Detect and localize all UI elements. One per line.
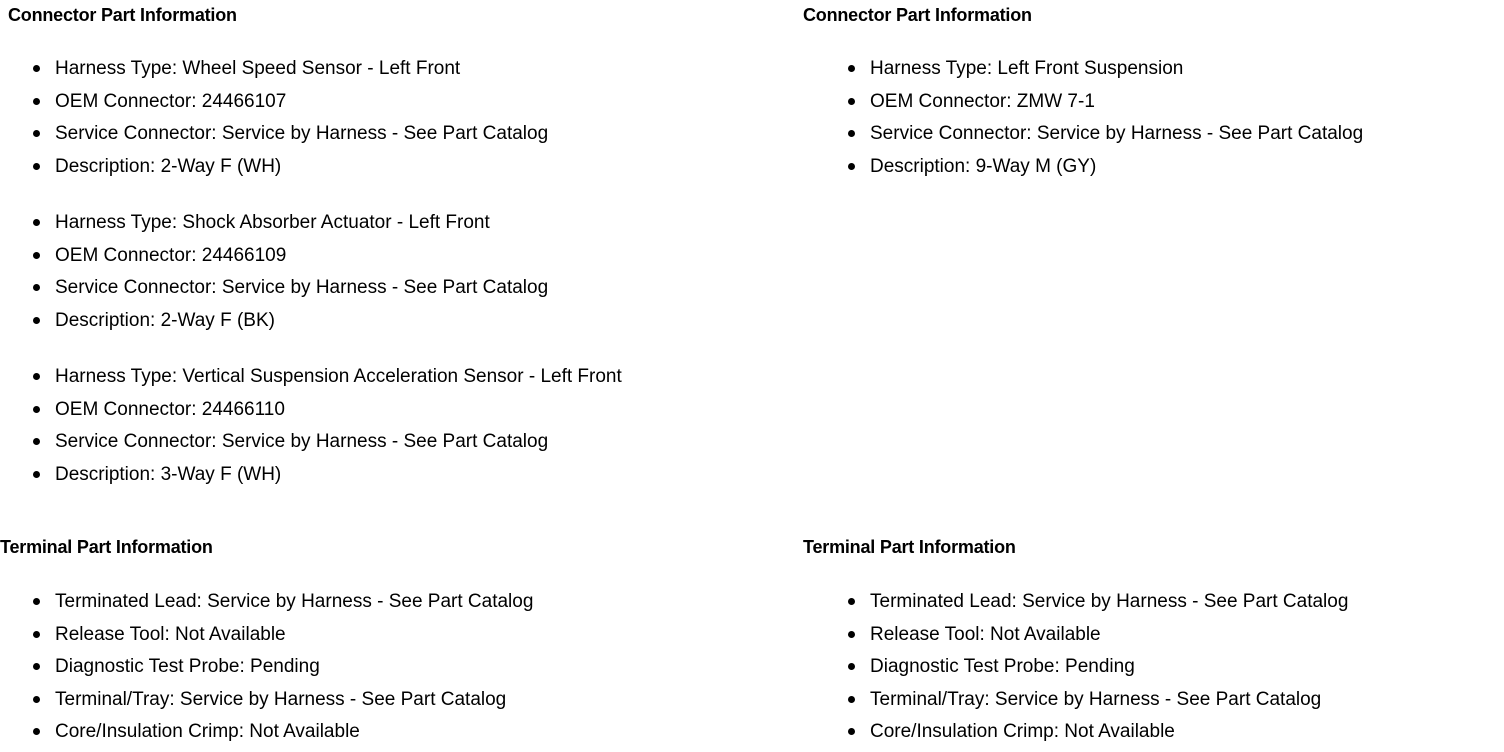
list-item: Harness Type: Left Front Suspension <box>823 53 1443 86</box>
list-item: OEM Connector: 24466107 <box>8 86 753 119</box>
list-item-label: Description: 2-Way F (BK) <box>55 309 275 331</box>
terminal-part-information-heading: Terminal Part Information <box>0 537 213 557</box>
bullet-icon <box>33 97 40 105</box>
bullet-icon <box>33 630 40 638</box>
bullet-icon <box>848 695 855 703</box>
right-column: Connector Part Information Harness Type:… <box>803 0 1504 752</box>
list-item: Description: 3-Way F (WH) <box>8 459 753 492</box>
list-item-label: Core/Insulation Crimp: Not Available <box>870 721 1175 742</box>
bullet-icon <box>33 470 40 478</box>
bullet-icon <box>848 162 855 170</box>
terminal-part-information-list: Terminated Lead: Service by Harness - Se… <box>8 586 768 749</box>
bullet-icon <box>33 162 40 170</box>
list-item: OEM Connector: 24466110 <box>8 394 753 427</box>
list-item: Service Connector: Service by Harness - … <box>8 118 753 151</box>
bullet-icon <box>33 65 40 72</box>
list-item: Core/Insulation Crimp: Not Available <box>8 716 768 749</box>
list-item: Description: 2-Way F (WH) <box>8 151 753 184</box>
bullet-group: Terminated Lead: Service by Harness - Se… <box>823 586 1504 749</box>
list-item-label: Description: 9-Way M (GY) <box>870 155 1097 177</box>
bullet-icon <box>848 663 855 670</box>
list-item: Release Tool: Not Available <box>823 619 1504 652</box>
bullet-icon <box>33 373 40 380</box>
list-item: Service Connector: Service by Harness - … <box>8 272 753 305</box>
bullet-group: Harness Type: Shock Absorber Actuator - … <box>8 207 753 337</box>
list-item: OEM Connector: 24466109 <box>8 240 753 273</box>
list-item-label: OEM Connector: 24466109 <box>55 244 287 266</box>
list-item-label: Service Connector: Service by Harness - … <box>55 431 549 452</box>
bullet-icon <box>33 728 40 735</box>
bullet-group: Harness Type: Vertical Suspension Accele… <box>8 361 753 491</box>
bullet-group: Harness Type: Wheel Speed Sensor - Left … <box>8 53 753 183</box>
bullet-icon <box>33 663 40 670</box>
list-item-label: Release Tool: Not Available <box>55 623 286 645</box>
list-item-label: Terminal/Tray: Service by Harness - See … <box>870 688 1322 710</box>
list-item: Release Tool: Not Available <box>8 619 768 652</box>
bullet-icon <box>33 284 40 291</box>
terminal-part-information-list: Terminated Lead: Service by Harness - Se… <box>823 586 1504 749</box>
list-item-label: Harness Type: Vertical Suspension Accele… <box>55 366 622 387</box>
list-item: Harness Type: Shock Absorber Actuator - … <box>8 207 753 240</box>
list-item-label: Harness Type: Shock Absorber Actuator - … <box>55 212 490 233</box>
list-item-label: Core/Insulation Crimp: Not Available <box>55 721 360 742</box>
bullet-icon <box>33 438 40 445</box>
list-item: OEM Connector: ZMW 7-1 <box>823 86 1443 119</box>
list-item-label: Diagnostic Test Probe: Pending <box>870 656 1135 677</box>
bullet-icon <box>848 130 855 137</box>
list-item: Terminal/Tray: Service by Harness - See … <box>823 684 1504 717</box>
list-item-label: OEM Connector: 24466110 <box>55 398 285 420</box>
list-item-label: Harness Type: Left Front Suspension <box>870 58 1184 79</box>
left-column: Connector Part Information Harness Type:… <box>0 5 768 749</box>
list-item: Diagnostic Test Probe: Pending <box>8 651 768 684</box>
bullet-icon <box>33 130 40 137</box>
list-item-label: Terminated Lead: Service by Harness - Se… <box>870 591 1349 612</box>
list-item-label: Service Connector: Service by Harness - … <box>55 123 549 144</box>
connector-part-information-list: Harness Type: Wheel Speed Sensor - Left … <box>8 53 753 491</box>
bullet-group: Terminated Lead: Service by Harness - Se… <box>8 586 768 749</box>
list-item: Harness Type: Vertical Suspension Accele… <box>8 361 753 394</box>
list-item: Terminated Lead: Service by Harness - Se… <box>823 586 1504 619</box>
list-item: Description: 9-Way M (GY) <box>823 151 1443 184</box>
list-item-label: Description: 3-Way F (WH) <box>55 463 282 485</box>
list-item-label: Terminal/Tray: Service by Harness - See … <box>55 688 507 710</box>
bullet-icon <box>33 251 40 259</box>
list-item-label: OEM Connector: 24466107 <box>55 90 287 112</box>
list-item: Description: 2-Way F (BK) <box>8 305 753 338</box>
list-item-label: OEM Connector: ZMW 7-1 <box>870 90 1095 112</box>
bullet-icon <box>848 598 855 605</box>
list-item-label: Harness Type: Wheel Speed Sensor - Left … <box>55 58 461 79</box>
list-item: Diagnostic Test Probe: Pending <box>823 651 1504 684</box>
bullet-icon <box>848 97 855 105</box>
terminal-part-information-heading: Terminal Part Information <box>803 537 1016 557</box>
list-item: Harness Type: Wheel Speed Sensor - Left … <box>8 53 753 86</box>
connector-part-information-heading: Connector Part Information <box>803 5 1032 25</box>
list-item: Core/Insulation Crimp: Not Available <box>823 716 1504 749</box>
list-item: Service Connector: Service by Harness - … <box>8 426 753 459</box>
bullet-icon <box>33 219 40 226</box>
list-item-label: Service Connector: Service by Harness - … <box>55 277 549 298</box>
bullet-icon <box>33 316 40 324</box>
connector-part-information-heading: Connector Part Information <box>8 5 237 25</box>
list-item-label: Service Connector: Service by Harness - … <box>870 123 1364 144</box>
list-item: Service Connector: Service by Harness - … <box>823 118 1443 151</box>
list-item-label: Release Tool: Not Available <box>870 623 1101 645</box>
list-item: Terminated Lead: Service by Harness - Se… <box>8 586 768 619</box>
bullet-icon <box>848 630 855 638</box>
bullet-icon <box>33 405 40 413</box>
bullet-icon <box>848 65 855 72</box>
bullet-icon <box>848 728 855 735</box>
list-item-label: Diagnostic Test Probe: Pending <box>55 656 320 677</box>
list-item-label: Terminated Lead: Service by Harness - Se… <box>55 591 534 612</box>
list-item-label: Description: 2-Way F (WH) <box>55 155 282 177</box>
bullet-icon <box>33 598 40 605</box>
list-item: Terminal/Tray: Service by Harness - See … <box>8 684 768 717</box>
bullet-icon <box>33 695 40 703</box>
